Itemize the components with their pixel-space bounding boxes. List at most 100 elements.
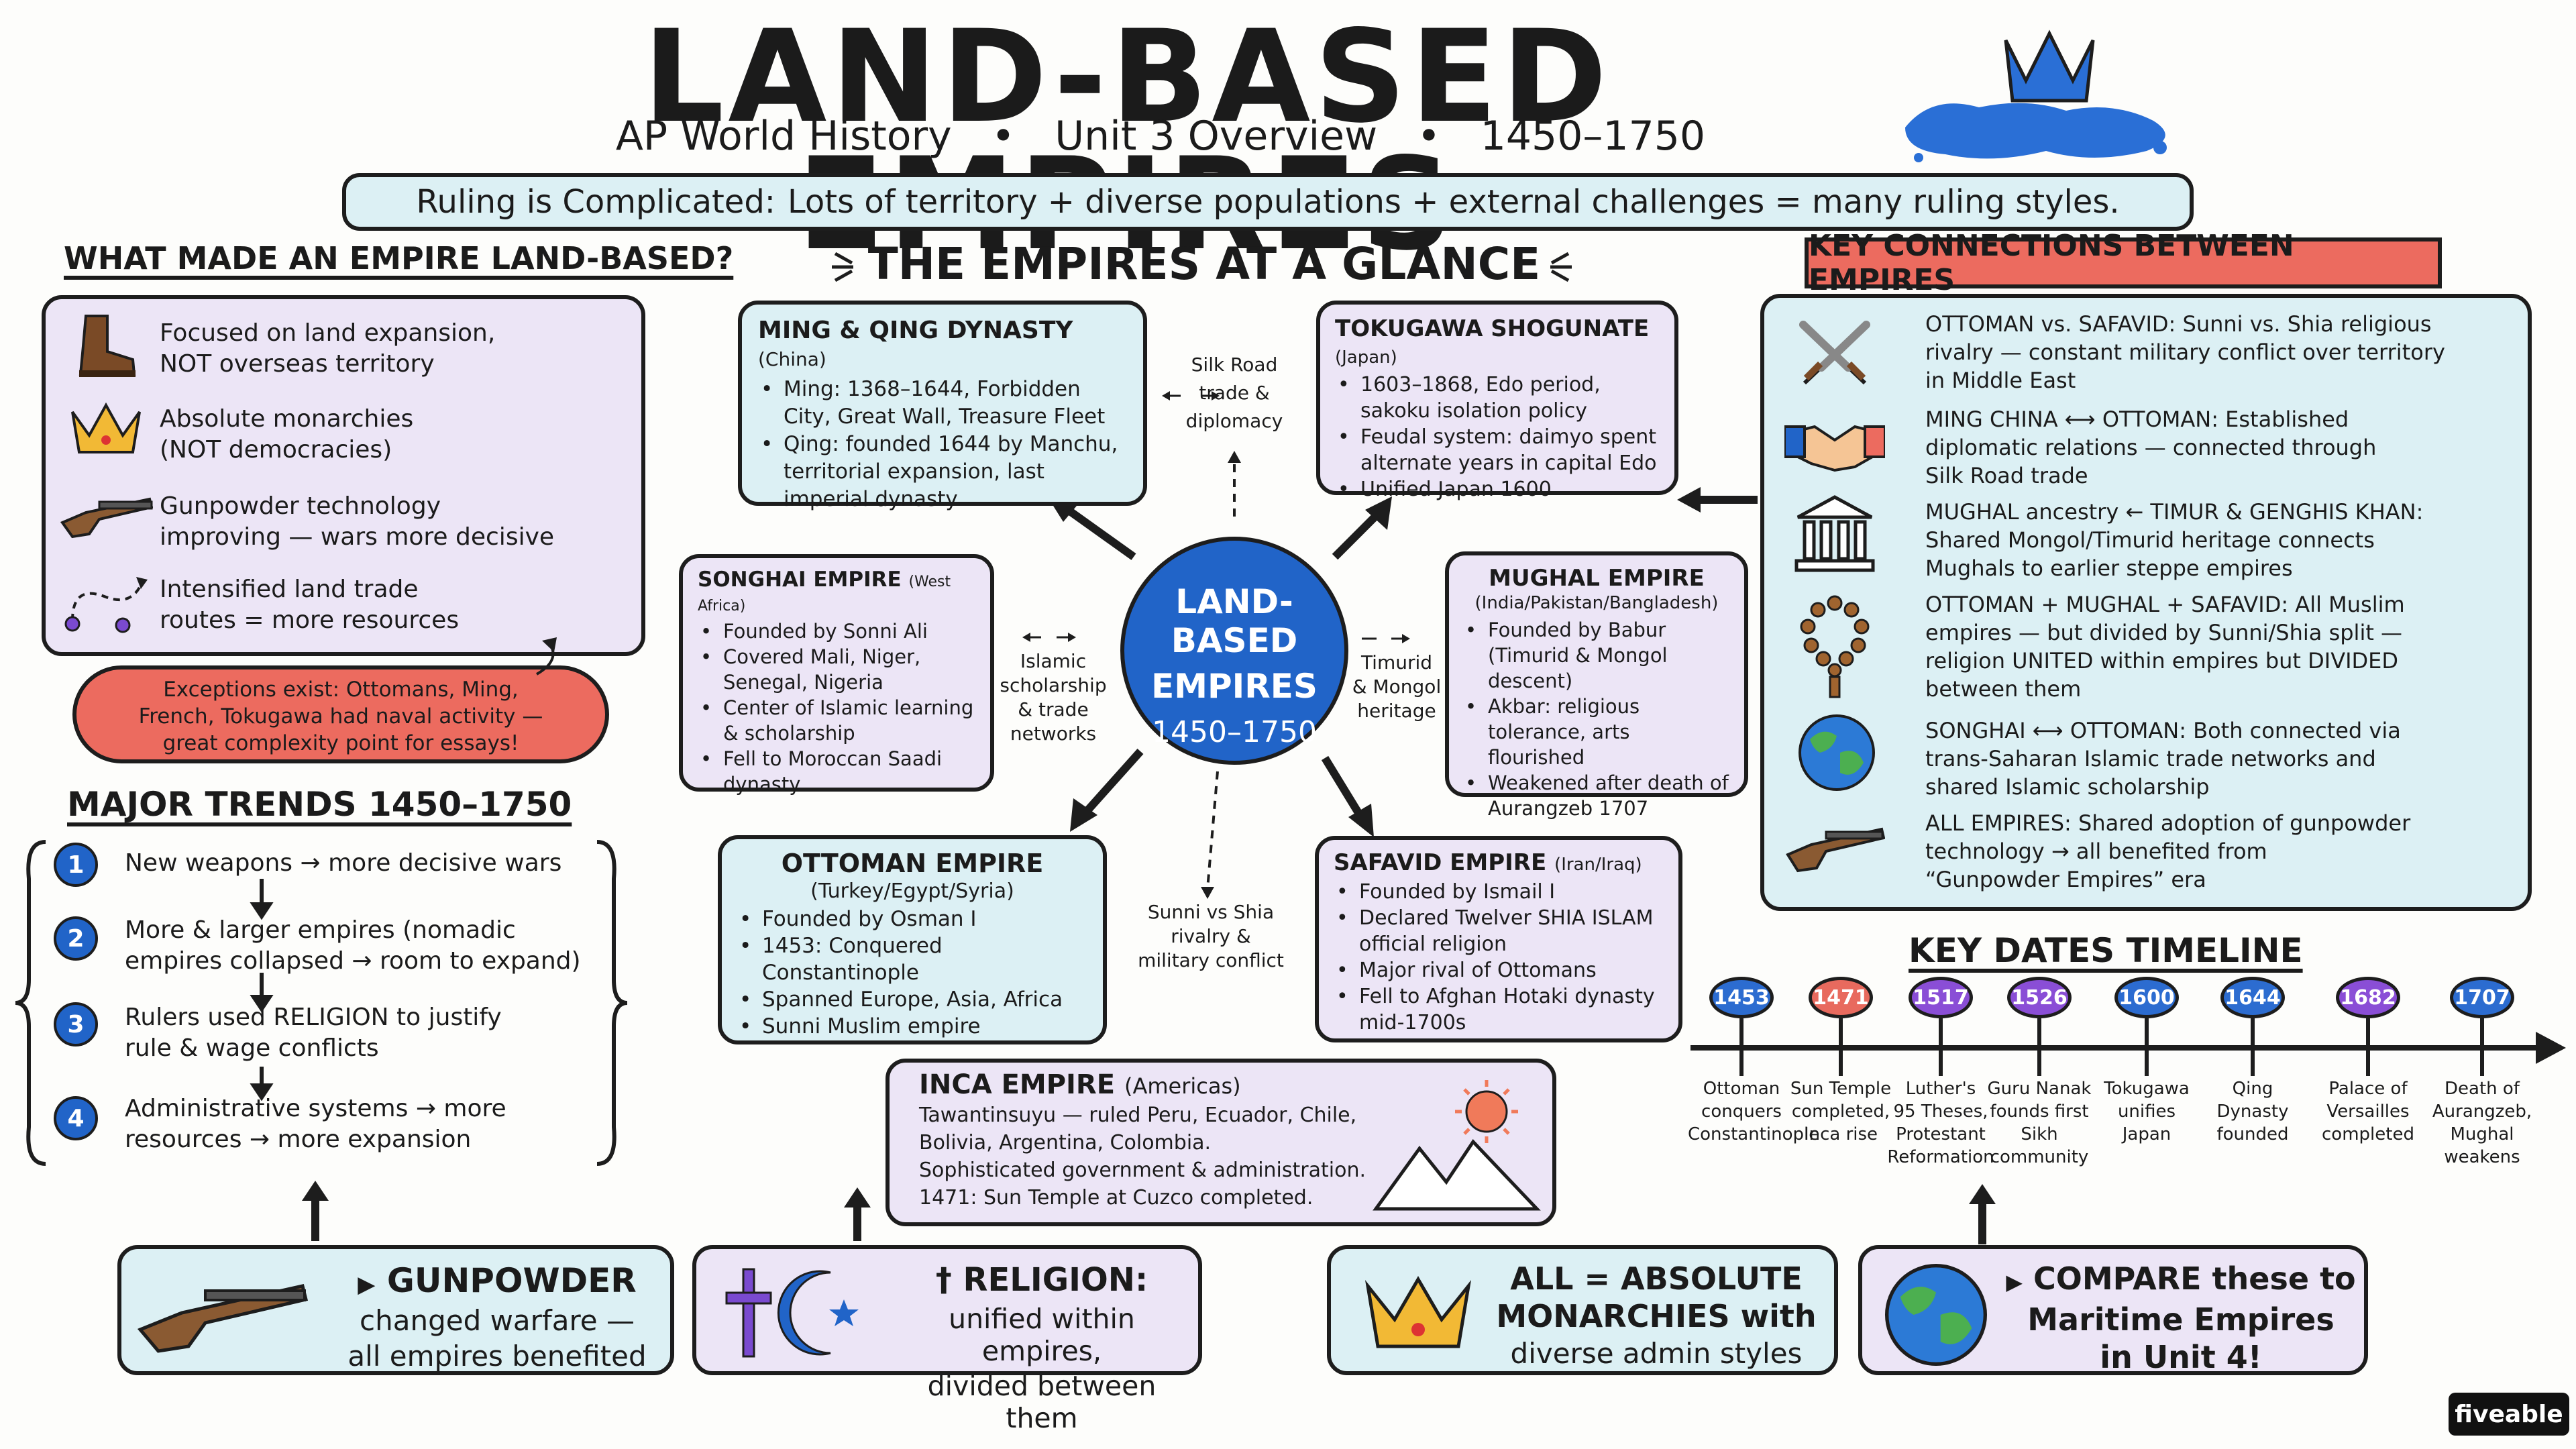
connection-line: between them xyxy=(1925,676,2082,702)
empire-name-text: MING & QING DYNASTY xyxy=(758,317,1073,344)
timeline-tick xyxy=(1739,1018,1743,1076)
gun-glyph-icon: ▶ xyxy=(2006,1269,2023,1295)
handshake-icon xyxy=(1784,425,1885,472)
note-line: scholarship xyxy=(1000,674,1107,696)
connection-line: “Gunpowder Empires” era xyxy=(1925,867,2206,892)
land-item-line: Absolute monarchies xyxy=(160,405,414,433)
note-timurid: Timurid & Mongol heritage xyxy=(1350,651,1444,723)
connection-line: trans-Saharan Islamic trade networks and xyxy=(1925,746,2376,771)
timeline-event-line: Versailles xyxy=(2326,1102,2410,1122)
empire-name: SONGHAI EMPIRE (West Africa) xyxy=(698,568,975,616)
land-item-line: improving — wars more decisive xyxy=(160,523,555,551)
land-item-line: Gunpowder technology xyxy=(160,492,441,520)
empire-name-text: SAFAVID EMPIRE xyxy=(1334,849,1547,876)
hub-line: EMPIRES xyxy=(1151,667,1318,706)
note-line: Islamic xyxy=(1020,650,1087,672)
note-line: Silk Road xyxy=(1191,354,1278,376)
timeline-tick xyxy=(2366,1018,2370,1076)
timeline-tick xyxy=(2251,1018,2255,1076)
ruling-banner: Ruling is Complicated: Lots of territory… xyxy=(342,173,2194,231)
land-item-line: Intensified land trade xyxy=(160,576,419,603)
empire-bullet: Qing: founded 1644 by Manchu, territoria… xyxy=(758,431,1127,513)
timeline-event-line: Inca rise xyxy=(1803,1124,1878,1144)
trend-number: 1 xyxy=(54,843,98,887)
empire-name-text: SONGHAI EMPIRE xyxy=(698,568,902,592)
timeline-event-line: weakens xyxy=(2444,1147,2520,1167)
religion-line: divided between them xyxy=(927,1370,1157,1434)
empire-region: (China) xyxy=(758,348,826,370)
exception-line: great complexity point for essays! xyxy=(162,731,519,755)
empire-bullet: Founded by Babur (Timurid & Mongol desce… xyxy=(1462,617,1731,694)
timeline-event-line: founds first xyxy=(1990,1102,2089,1122)
temple-icon xyxy=(1794,495,1875,572)
note-line: trade & xyxy=(1199,382,1270,404)
empire-bullet: Center of Islamic learning & scholarship xyxy=(698,695,975,746)
timeline-event-line: Sun Temple xyxy=(1790,1079,1892,1099)
timeline-tick xyxy=(2037,1018,2041,1076)
empire-bullet: Covered Mali, Niger, Senegal, Nigeria xyxy=(698,644,975,695)
timeline-year-badge: 1517 xyxy=(1909,977,1973,1018)
connection-line: rivalry — constant military conflict ove… xyxy=(1925,339,2445,365)
timeline-event-line: Constantinople xyxy=(1688,1124,1820,1144)
note-line: & Mongol xyxy=(1352,676,1442,698)
globe-icon xyxy=(1799,714,1875,791)
subtitle-course: AP World History xyxy=(615,113,952,160)
timeline-event-line: 95 Theses, xyxy=(1893,1102,1988,1122)
exception-line: French, Tokugawa had naval activity — xyxy=(138,704,543,729)
connection-line: Shared Mongol/Timurid heritage connects xyxy=(1925,527,2375,553)
timeline-heading: KEY DATES TIMELINE xyxy=(1909,931,2303,970)
connections-heading-text: KEY CONNECTIONS BETWEEN EMPIRES xyxy=(1809,229,2294,297)
empire-bullet: Fell to Moroccan Saadi dynasty xyxy=(698,746,975,797)
connection-line: diplomatic relations — connected through xyxy=(1925,435,2377,460)
empire-bullet: Founded by Sonni Ali xyxy=(698,619,975,644)
note-silk-road: Silk Road trade & diplomacy xyxy=(1164,353,1305,433)
hub-line: LAND-BASED xyxy=(1171,582,1298,660)
inca-line: 1471: Sun Temple at Cuzco completed. xyxy=(919,1186,1313,1210)
musket-icon xyxy=(60,497,153,539)
trends-brace-left xyxy=(15,840,46,1166)
musket-icon xyxy=(137,1284,309,1353)
exception-line: Exceptions exist: Ottomans, Ming, xyxy=(163,678,519,702)
empire-name-text: OTTOMAN EMPIRE xyxy=(781,849,1044,878)
brand-text: fiveable xyxy=(2455,1400,2563,1428)
compare-line: COMPARE these to xyxy=(2033,1260,2356,1297)
timeline-year-badge: 1707 xyxy=(2450,977,2514,1018)
note-line: Timurid xyxy=(1360,651,1433,674)
timeline-year-badge: 1471 xyxy=(1809,977,1873,1018)
empire-bullet: Ming: 1368–1644, Forbidden City, Great W… xyxy=(758,376,1127,431)
empire-bullet: Sunni Muslim empire xyxy=(737,1013,1088,1040)
empire-bullet: Unified Japan 1600 xyxy=(1335,476,1660,502)
empire-card-songhai: SONGHAI EMPIRE (West Africa) Founded by … xyxy=(679,554,994,796)
empire-card-ottoman: OTTOMAN EMPIRE (Turkey/Egypt/Syria) Foun… xyxy=(718,835,1107,1044)
timeline-event-line: Japan xyxy=(2122,1124,2171,1144)
land-item-line: Focused on land expansion, xyxy=(160,319,496,347)
timeline-event-line: Aurangzeb, xyxy=(2432,1102,2532,1122)
inca-line: Tawantinsuyu — ruled Peru, Ecuador, Chil… xyxy=(919,1104,1357,1127)
sun-mountains-icon xyxy=(1373,1080,1541,1211)
crossed-swords-icon xyxy=(1799,321,1870,385)
empire-name: TOKUGAWA SHOGUNATE (Japan) xyxy=(1335,315,1660,369)
empire-bullet: 1603–1868, Edo period, sakoku isolation … xyxy=(1335,372,1660,424)
empire-region: (India/Pakistan/Bangladesh) xyxy=(1474,593,1719,613)
empire-bullet: Founded by Ismail I xyxy=(1334,879,1664,905)
cross-glyph-icon: † xyxy=(935,1261,952,1299)
gunpowder-line: changed warfare — xyxy=(360,1304,635,1337)
subtitle-unit: Unit 3 Overview xyxy=(1055,113,1378,160)
compare-line: in Unit 4! xyxy=(2100,1339,2262,1375)
timeline-event-line: Death of xyxy=(2445,1079,2520,1099)
gunpowder-title: GUNPOWDER xyxy=(386,1261,637,1300)
timeline-event-line: unifies xyxy=(2117,1102,2176,1122)
gun-glyph-icon: ▶ xyxy=(358,1271,376,1298)
trend-line: More & larger empires (nomadic xyxy=(125,916,516,944)
trend-number: 2 xyxy=(54,916,98,961)
trend-number: 4 xyxy=(54,1096,98,1140)
connection-line: MUGHAL ancestry ← TIMUR & GENGHIS KHAN: xyxy=(1925,499,2424,525)
trends-brace-right xyxy=(596,840,628,1166)
timeline-event-line: Reformation xyxy=(1887,1147,1994,1167)
empire-bullet: Declared Twelver SHIA ISLAM official rel… xyxy=(1334,905,1664,957)
empire-name: INCA EMPIRE (Americas) xyxy=(919,1069,1523,1100)
